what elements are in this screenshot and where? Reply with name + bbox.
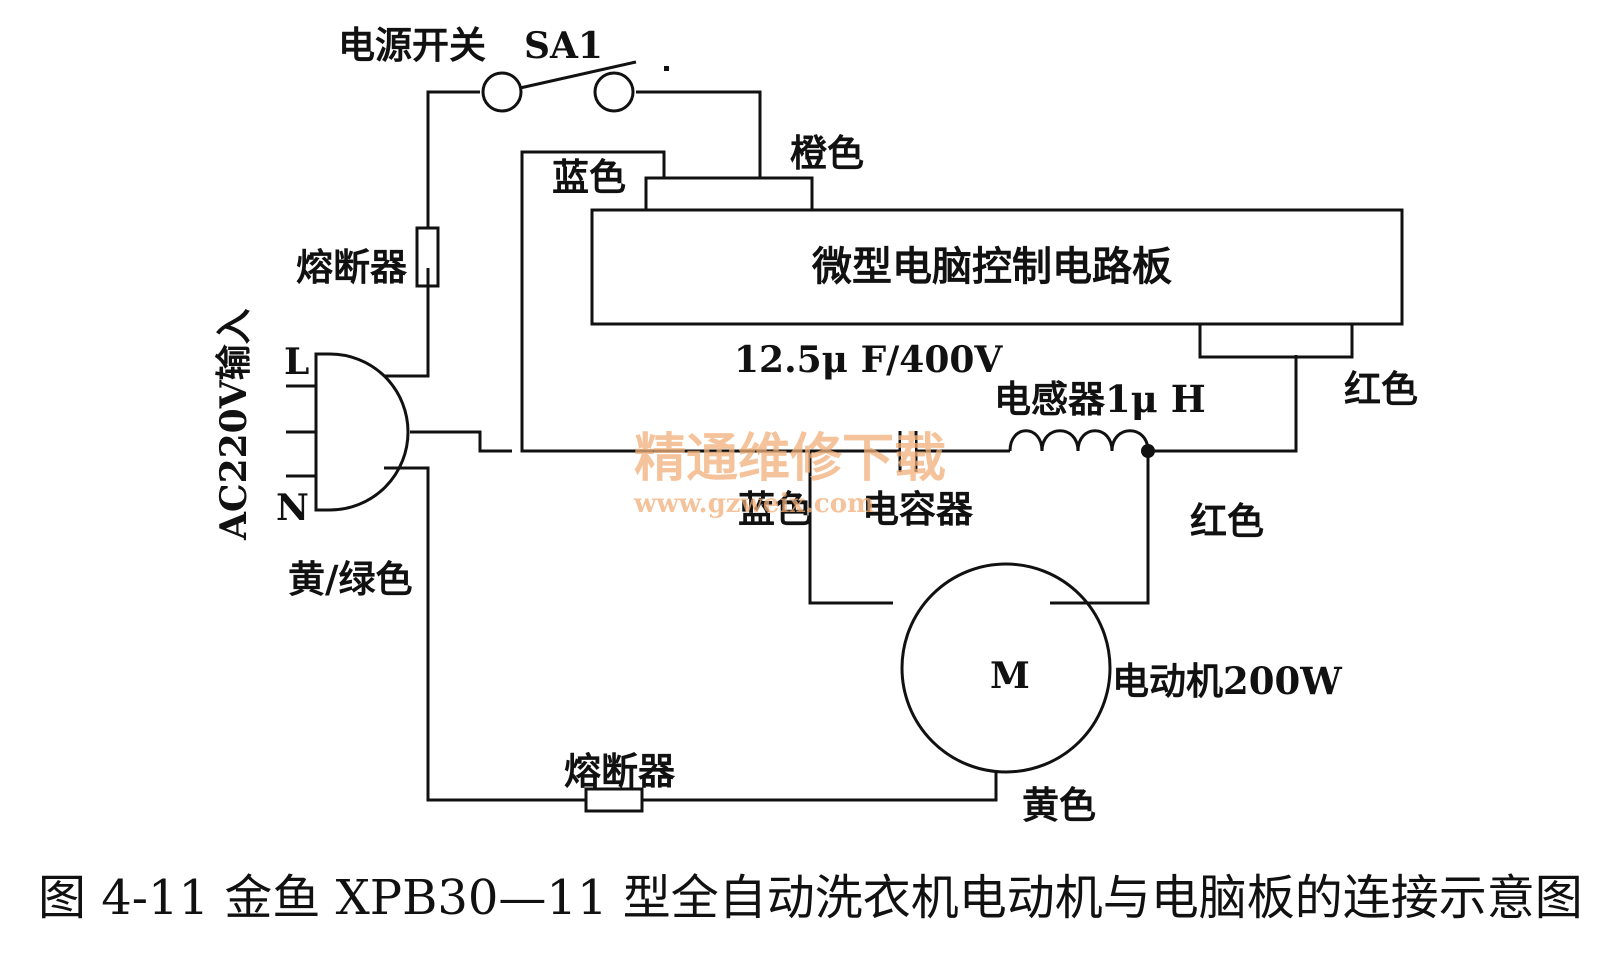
- control-board: [590, 208, 1404, 326]
- inductor-label: 电感器1μ H: [994, 377, 1206, 421]
- wire-live: [384, 268, 430, 378]
- figure-caption: 图 4-11 金鱼 XPB30—11 型全自动洗衣机电动机与电脑板的连接示意图: [38, 870, 1583, 926]
- red-wire-label-right: 红色: [1344, 367, 1418, 411]
- orange-wire-label: 橙色: [790, 131, 864, 175]
- plug-neutral-label: N: [276, 487, 309, 529]
- yellow-wire-label: 黄色: [1022, 783, 1096, 827]
- wire-red: [1148, 355, 1298, 453]
- motor-label: 电动机200W: [1112, 659, 1342, 703]
- fuse-top: [415, 226, 440, 288]
- input-label: AC220V输入: [213, 308, 255, 541]
- junction-dot: [1141, 444, 1155, 458]
- red-wire-label-bottom: 红色: [1190, 499, 1264, 543]
- fuse-label-top: 熔断器: [296, 245, 408, 289]
- blue-wire-label-top: 蓝色: [552, 155, 626, 199]
- board-connector-bottom: [1198, 322, 1354, 359]
- wire-neutral: [384, 466, 586, 802]
- fuse-label-bottom: 熔断器: [564, 749, 676, 793]
- blue-wire-label-bottom: 蓝色: [738, 487, 812, 531]
- fuse-bottom: [584, 787, 644, 813]
- wires: [286, 90, 1298, 802]
- capacitor-spec-label: 12.5μ F/400V: [734, 339, 1003, 381]
- inductor-coil: [1008, 429, 1150, 452]
- watermark-url: www.gzweix.com: [633, 489, 875, 519]
- power-switch: [481, 60, 669, 113]
- watermark-title: 精通维修下载: [634, 428, 946, 489]
- switch-id-label: SA1: [524, 25, 603, 67]
- wire-red-motor: [1050, 451, 1150, 605]
- wire-earth-stub: [410, 430, 512, 453]
- ground-wire-label: 黄/绿色: [288, 557, 413, 601]
- wire-blue: [520, 150, 908, 453]
- plug-body: [314, 352, 410, 512]
- power-switch-label: 电源开关: [338, 23, 486, 67]
- capacitor-label: 电容器: [862, 487, 974, 531]
- wire-blue-motor: [808, 451, 893, 605]
- motor-symbol: M: [990, 655, 1030, 697]
- wire-orange: [636, 90, 762, 178]
- motor: [900, 562, 1112, 774]
- board-label: 微型电脑控制电路板: [811, 243, 1172, 290]
- plug-live-label: L: [284, 341, 309, 383]
- wire-live-upper: [426, 90, 480, 228]
- board-connector-top: [644, 176, 814, 212]
- capacitor: [898, 431, 918, 472]
- wire-yellow: [642, 772, 998, 802]
